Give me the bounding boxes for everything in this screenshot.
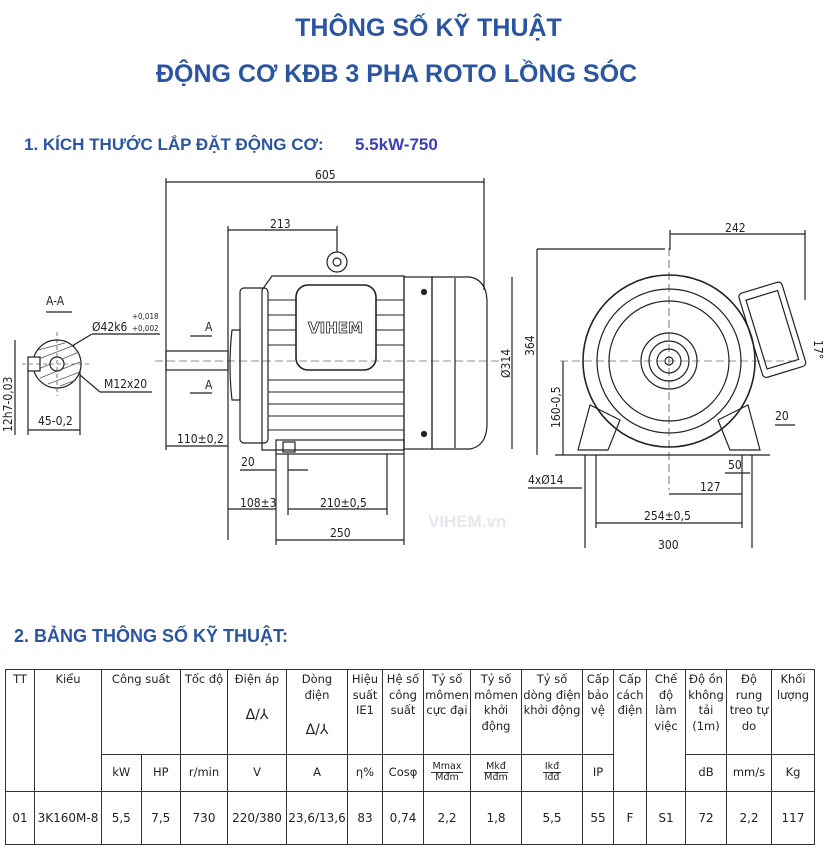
- col-cap-cach-dien: Cấp cách điện: [613, 669, 647, 792]
- unit-mms: mm/s: [726, 754, 772, 792]
- col-mmax: Tỷ số mômen cực đại: [423, 669, 471, 755]
- col-tt: TT: [5, 669, 35, 792]
- col-khoi-luong: Khối lượng: [771, 669, 815, 755]
- unit-cos: Cosφ: [382, 754, 424, 792]
- side-view: 605 213 VIHEM: [155, 168, 513, 545]
- svg-text:160-0,5: 160-0,5: [549, 386, 563, 428]
- svg-text:242: 242: [725, 221, 746, 235]
- col-do-on: Độ ồn không tải (1m): [685, 669, 727, 755]
- section-2-heading: 2. BẢNG THÔNG SỐ KỸ THUẬT:: [14, 626, 289, 646]
- svg-text:127: 127: [700, 480, 721, 494]
- col-toc-do: Tốc độ: [180, 669, 228, 755]
- brand-plate: VIHEM: [308, 319, 363, 337]
- col-che-do: Chế độ làm việc: [646, 669, 686, 792]
- svg-text:A: A: [205, 378, 213, 392]
- col-kieu: Kiểu: [34, 669, 102, 792]
- svg-text:20: 20: [775, 409, 789, 423]
- unit-hp: HP: [140, 754, 181, 792]
- unit-eff: η%: [347, 754, 383, 792]
- unit-db: dB: [685, 754, 727, 792]
- svg-text:+0,002: +0,002: [132, 324, 159, 333]
- unit-a: A: [286, 754, 348, 792]
- col-do-rung: Độ rung treo tự do: [726, 669, 772, 755]
- svg-text:213: 213: [270, 217, 291, 231]
- page-title: THÔNG SỐ KỸ THUẬT: [295, 14, 562, 42]
- svg-text:17°: 17°: [811, 340, 825, 359]
- svg-text:M12x20: M12x20: [104, 377, 147, 391]
- front-view: 242 364 160-0,5 20 17°: [523, 221, 825, 552]
- svg-text:605: 605: [315, 168, 336, 182]
- col-ikd: Tỷ số dòng điện khởi động: [521, 669, 583, 755]
- unit-ip: IP: [582, 754, 614, 792]
- svg-text:+0,018: +0,018: [132, 312, 159, 321]
- svg-text:45-0,2: 45-0,2: [38, 414, 73, 428]
- col-he-so: Hệ số công suất: [382, 669, 424, 755]
- unit-v: V: [227, 754, 287, 792]
- section-1-heading: 1. KÍCH THƯỚC LẮP ĐẶT ĐỘNG CƠ:: [24, 135, 324, 154]
- svg-text:250: 250: [330, 526, 351, 540]
- col-hieu-suat: Hiệu suất IE1: [347, 669, 383, 755]
- svg-text:Ø314: Ø314: [499, 349, 513, 378]
- unit-kg: Kg: [771, 754, 815, 792]
- technical-drawing: A-A Ø42k6 +0,018 +0,002 M12x20 45-0,2 12…: [0, 160, 837, 560]
- svg-text:300: 300: [658, 538, 679, 552]
- svg-text:4xØ14: 4xØ14: [528, 473, 564, 487]
- svg-text:108±3: 108±3: [240, 496, 277, 510]
- svg-text:364: 364: [523, 335, 537, 356]
- watermark: VIHEM.vn: [428, 512, 507, 531]
- svg-text:12h7-0,03: 12h7-0,03: [1, 377, 15, 432]
- section-view-a-a: A-A Ø42k6 +0,018 +0,002 M12x20 45-0,2 12…: [1, 294, 160, 435]
- unit-kw: kW: [101, 754, 142, 792]
- col-cong-suat: Công suất: [101, 669, 181, 755]
- section-label: A-A: [46, 294, 65, 308]
- svg-text:A: A: [205, 320, 213, 334]
- svg-text:254±0,5: 254±0,5: [644, 509, 691, 523]
- svg-text:Ø42k6: Ø42k6: [92, 320, 127, 334]
- svg-text:210±0,5: 210±0,5: [320, 496, 367, 510]
- table-row: 01 3K160M-8 5,5 7,5 730 220/380 23,6/13,…: [5, 791, 815, 845]
- svg-text:20: 20: [241, 455, 255, 469]
- col-mkd: Tỷ số mômen khởi động: [470, 669, 522, 755]
- svg-text:110±0,2: 110±0,2: [177, 432, 224, 446]
- unit-rpm: r/min: [180, 754, 228, 792]
- page-subtitle: ĐỘNG CƠ KĐB 3 PHA ROTO LỒNG SÓC: [156, 60, 638, 88]
- svg-text:50: 50: [728, 458, 742, 472]
- model-label: 5.5kW-750: [355, 135, 438, 154]
- col-cap-bao-ve: Cấp bảo vệ: [582, 669, 614, 755]
